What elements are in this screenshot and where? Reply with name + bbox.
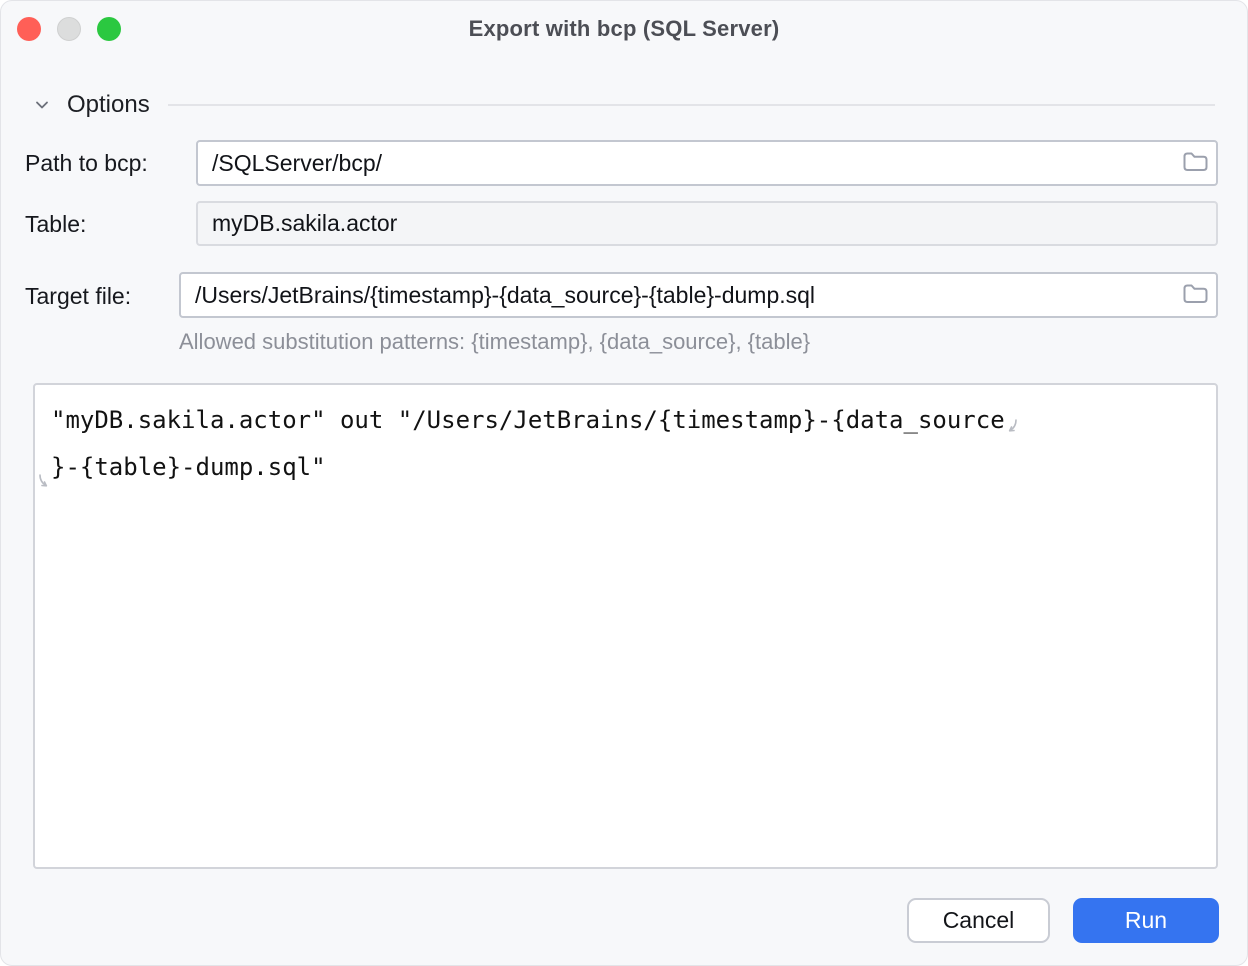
table-label: Table: [25, 211, 87, 237]
options-section-header: Options [31, 91, 1215, 119]
target-file-browse-button[interactable] [1174, 274, 1216, 316]
target-file-input[interactable] [181, 274, 1174, 316]
path-to-bcp-input[interactable] [198, 142, 1174, 184]
options-divider [167, 104, 1215, 106]
soft-wrap-arrow-icon [1006, 403, 1019, 450]
target-file-label: Target file: [25, 283, 132, 309]
folder-icon [1182, 282, 1209, 308]
soft-wrap-arrow-icon [37, 458, 50, 505]
chevron-down-icon[interactable] [31, 94, 53, 116]
close-button[interactable] [17, 17, 41, 41]
target-file-field [179, 272, 1218, 318]
table-field [196, 201, 1218, 246]
window-title: Export with bcp (SQL Server) [468, 16, 780, 41]
path-to-bcp-browse-button[interactable] [1174, 142, 1216, 184]
command-line-1: "myDB.sakila.actor" out "/Users/JetBrain… [51, 397, 1200, 444]
command-line-2: }-{table}-dump.sql" [39, 444, 1200, 491]
window-controls [17, 17, 121, 41]
minimize-button[interactable] [57, 17, 81, 41]
path-to-bcp-label: Path to bcp: [25, 150, 148, 176]
bcp-command-editor[interactable]: "myDB.sakila.actor" out "/Users/JetBrain… [33, 383, 1218, 869]
folder-icon [1182, 150, 1209, 176]
options-section-label[interactable]: Options [67, 91, 150, 118]
cancel-button[interactable]: Cancel [907, 898, 1050, 943]
table-input[interactable] [198, 203, 1216, 244]
run-button[interactable]: Run [1073, 898, 1219, 943]
substitution-patterns-hint: Allowed substitution patterns: {timestam… [179, 329, 811, 354]
zoom-button[interactable] [97, 17, 121, 41]
path-to-bcp-field [196, 140, 1218, 186]
titlebar: Export with bcp (SQL Server) [1, 1, 1247, 57]
